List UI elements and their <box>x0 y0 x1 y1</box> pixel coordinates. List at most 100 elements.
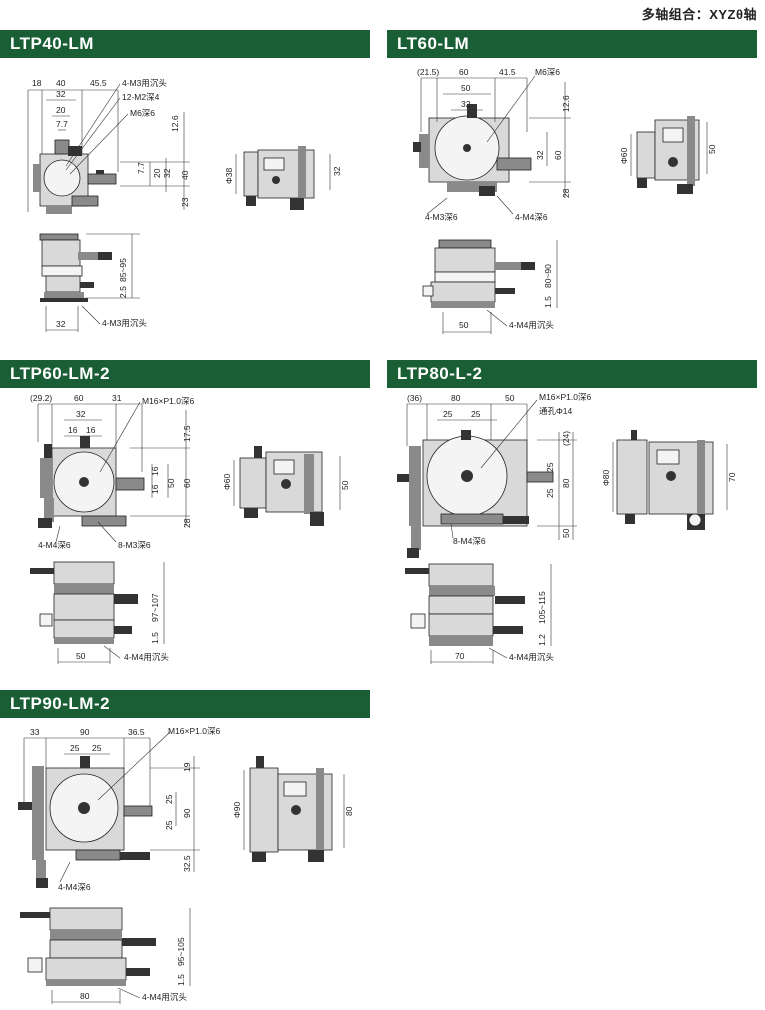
bottom-callout-ltp90: 4-M4用沉头 <box>142 992 187 1002</box>
section-title-ltp40-lm: LTP40-LM <box>0 30 370 58</box>
dim-1-5-lt60: 1.5 <box>543 296 553 308</box>
callout-4-m3: 4-M3用沉头 <box>122 78 167 88</box>
lt60-front-view <box>422 239 535 308</box>
dim-25-b-ltp90: 25 <box>92 743 102 753</box>
section-title-lt60-lm: LT60-LM <box>387 30 757 58</box>
dim-1-2: 1.2 <box>537 634 547 646</box>
ltp40-side-view <box>243 146 315 210</box>
callout-m6: M6深6 <box>130 108 155 118</box>
dim-20: 20 <box>56 105 66 115</box>
dim-17-5: 17.5 <box>182 425 192 442</box>
ltp80-l-2-drawing: (36) 80 50 25 25 M16×P1.0深6 通孔Φ14 (24) 2… <box>397 392 737 664</box>
dim-50-bottom-ltp60: 50 <box>76 651 86 661</box>
dim-32-right-lt60: 32 <box>535 150 545 160</box>
dim-80-top: 80 <box>451 393 461 403</box>
ltp60-lm-2-drawing: (29.2) 60 31 32 16 16 M16×P1.0深6 17.5 16… <box>30 393 350 664</box>
dim-25-right-a: 25 <box>545 462 555 472</box>
ltp60-top-view <box>38 436 145 528</box>
dim-28-lt60: 28 <box>561 188 571 198</box>
dim-32-right: 32 <box>162 168 172 178</box>
dim-41-5: 41.5 <box>499 67 516 77</box>
dim-32: 32 <box>56 89 66 99</box>
dim-45-5: 45.5 <box>90 78 107 88</box>
callout-4-m4-ltp90: 4-M4深6 <box>58 882 91 892</box>
ltp60-side-view <box>239 446 324 526</box>
dim-105-115: 105~115 <box>537 591 547 624</box>
dim-1-5-ltp90: 1.5 <box>176 974 186 986</box>
callout-4-m3-lt60: 4-M3深6 <box>425 212 458 222</box>
dim-16-b: 16 <box>86 425 96 435</box>
callout-m16-ltp80: M16×P1.0深6 <box>539 392 591 402</box>
callout-8-m3-ltp60: 8-M3深6 <box>118 540 151 550</box>
dim-70-bottom: 70 <box>455 651 465 661</box>
dim-60-top-ltp60: 60 <box>74 393 84 403</box>
dim-phi60-ltp60: Φ60 <box>222 473 232 490</box>
dim-25-right-b-ltp90: 25 <box>164 820 174 830</box>
dim-70-side: 70 <box>727 472 737 482</box>
dim-50-right-ltp60: 50 <box>166 478 176 488</box>
dim-7-7: 7.7 <box>56 119 68 129</box>
callout-4-m4-lt60: 4-M4深6 <box>515 212 548 222</box>
dim-90-right: 90 <box>182 808 192 818</box>
dim-36-5: 36.5 <box>128 727 145 737</box>
ltp40-front-view <box>39 233 112 302</box>
ltp90-top-view <box>18 756 153 888</box>
page-header-title: 多轴组合：XYZθ轴 <box>641 7 757 22</box>
dim-18: 18 <box>32 78 42 88</box>
section-title-ltp60-lm-2: LTP60-LM-2 <box>0 360 370 388</box>
dim-phi38: Φ38 <box>224 167 234 184</box>
dim-32-bottom: 32 <box>56 319 66 329</box>
dim-80-right: 80 <box>561 478 571 488</box>
section-title-ltp80-l-2: LTP80-L-2 <box>387 360 757 388</box>
dim-32-5: 32.5 <box>182 855 192 872</box>
ltp80-front-view <box>405 563 525 646</box>
dim-23-right: 23 <box>180 197 190 207</box>
callout-8-m4-ltp80: 8-M4深6 <box>453 536 486 546</box>
dim-32-inner-ltp60: 32 <box>76 409 86 419</box>
dim-50-bottom-lt60: 50 <box>459 320 469 330</box>
dim-97-107: 97~107 <box>150 593 160 622</box>
dim-33: 33 <box>30 727 40 737</box>
bottom-callout-lt60: 4-M4用沉头 <box>509 320 554 330</box>
section-title-ltp90-lm-2: LTP90-LM-2 <box>0 690 370 718</box>
dim-80-side-ltp90: 80 <box>344 806 354 816</box>
dim-31: 31 <box>112 393 122 403</box>
callout-through-hole: 通孔Φ14 <box>539 406 573 416</box>
lt60-side-view <box>636 116 700 194</box>
dim-40-right: 40 <box>180 170 190 180</box>
dim-29-2: (29.2) <box>30 393 52 403</box>
dim-85-95: 85~95 <box>118 258 128 282</box>
lt60-top-view <box>413 104 532 196</box>
ltp90-side-view <box>249 756 333 862</box>
dim-25-right-b: 25 <box>545 488 555 498</box>
dim-50-inner: 50 <box>461 83 471 93</box>
dim-20-right: 20 <box>152 168 162 178</box>
dim-1-5-ltp60: 1.5 <box>150 632 160 644</box>
callout-m6-lt60: M6深6 <box>535 67 560 77</box>
dim-25-a: 25 <box>443 409 453 419</box>
dim-28-ltp60: 28 <box>182 518 192 528</box>
dim-90-top: 90 <box>80 727 90 737</box>
lt60-lm-drawing: (21.5) 60 41.5 50 32 M6深6 12.6 32 60 28 … <box>413 67 717 334</box>
dim-7-7-right: 7.7 <box>136 162 146 174</box>
ltp90-front-view <box>20 907 156 986</box>
dim-16-right-a: 16 <box>150 466 160 476</box>
ltp60-front-view <box>30 561 138 644</box>
dim-phi80: Φ80 <box>601 469 611 486</box>
ltp80-side-view <box>616 430 714 530</box>
dim-40: 40 <box>56 78 66 88</box>
dim-2-5: 2.5 <box>118 286 128 298</box>
dim-16-a: 16 <box>68 425 78 435</box>
dim-50-top-ltp80: 50 <box>505 393 515 403</box>
callout-4-m4-ltp60: 4-M4深6 <box>38 540 71 550</box>
dim-32-side: 32 <box>332 166 342 176</box>
dim-36: (36) <box>407 393 422 403</box>
callout-m16-ltp90: M16×P1.0深6 <box>168 726 220 736</box>
dim-25-right-a-ltp90: 25 <box>164 794 174 804</box>
dim-25-b: 25 <box>471 409 481 419</box>
dim-phi90: Φ90 <box>232 801 242 818</box>
dim-80-bottom: 80 <box>80 991 90 1001</box>
dim-50-right-ltp80: 50 <box>561 528 571 538</box>
bottom-callout-ltp60: 4-M4用沉头 <box>124 652 169 662</box>
dim-19: 19 <box>182 762 192 772</box>
